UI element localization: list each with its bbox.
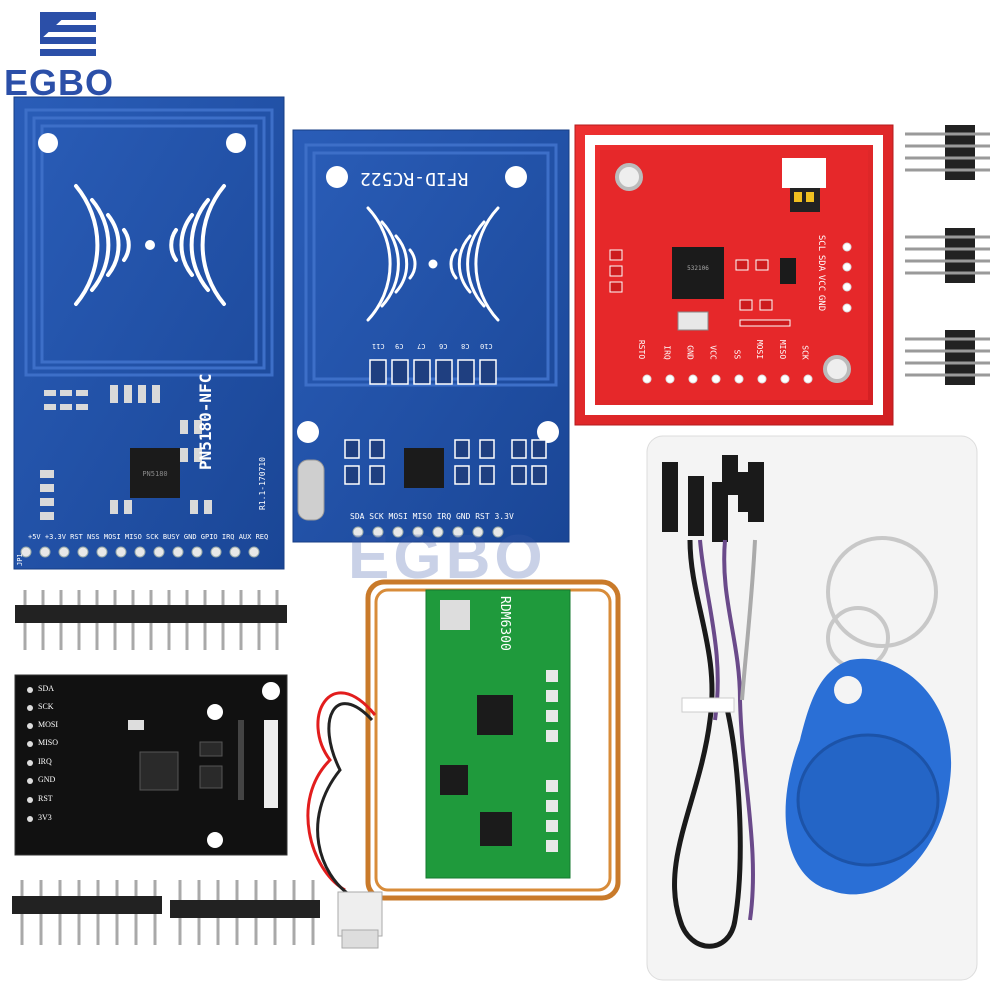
pn5180-pin-labels: +5V +3.3V RST NSS MOSI MISO SCK BUSY GND… [28, 533, 269, 541]
rc522-cap-C6: C6 [439, 342, 448, 350]
pn532-pin-SS: SS [732, 349, 742, 360]
rc522-cap-C10: C10 [480, 342, 493, 350]
pn532-pin-MOSI: MOSI [755, 339, 765, 360]
brand-logo-icon [40, 12, 96, 56]
pn5180-name: PN5180-NFC [196, 373, 215, 470]
pn532-pin-SDA: SDA [816, 254, 827, 272]
pn5180-revision: R1.1-170710 [258, 457, 267, 510]
pn532-pin-RSTO: RSTO [637, 339, 647, 360]
rc522-board [292, 129, 570, 543]
short-pin-headers [12, 880, 320, 945]
rc522-cap-C9: C9 [395, 342, 404, 350]
brand-logo-text: EGBO [4, 62, 115, 103]
keyfob-tag [785, 536, 952, 895]
rc522-cap-C7: C7 [417, 342, 426, 350]
mini-pin-3V3: 3V3 [38, 813, 52, 822]
rdm6300-wires [306, 691, 383, 949]
mini-pin-GND: GND [38, 775, 56, 784]
pn532-pin-VCC: VCC [816, 274, 827, 292]
pn5180-jp: JP1 [16, 553, 24, 566]
long-pin-header [15, 590, 287, 650]
rc522-name: RFID-RC522 [360, 168, 469, 189]
pn532-board: 532106 [574, 124, 894, 426]
rc522-pin-labels: SDA SCK MOSI MISO IRQ GND RST 3.3V [350, 512, 514, 521]
pn532-pin-GND: GND [816, 294, 827, 312]
pn532-pin-SCK: SCK [800, 345, 810, 360]
pn532-pin-MISO: MISO [778, 339, 788, 360]
watermark: EGBO [348, 523, 547, 592]
mini-pin-MISO: MISO [38, 738, 59, 747]
pn532-pin-IRQ: IRQ [662, 345, 672, 360]
rc522-cap-C11: C11 [372, 342, 385, 350]
mini-pin-RST: RST [38, 794, 53, 803]
rc522-cap-C8: C8 [461, 342, 470, 350]
pn532-pin-GND-b: GND [685, 345, 695, 360]
svg-text:532106: 532106 [687, 265, 709, 272]
mini-pin-SDA: SDA [38, 684, 55, 693]
mini-pin-SCK: SCK [38, 702, 54, 711]
right-pin-headers [905, 125, 990, 385]
rdm6300-name: RDM6300 [497, 596, 512, 651]
mini-pin-IRQ: IRQ [38, 757, 52, 766]
pn532-pin-VCC-b: VCC [708, 345, 718, 360]
pn5180-board: PN5180 [13, 96, 285, 570]
dupont-cable [662, 455, 764, 949]
mini-rc522-board [14, 674, 288, 856]
rdm6300-board [425, 589, 571, 879]
pn532-pin-SCL: SCL [816, 234, 827, 252]
mini-pin-MOSI: MOSI [38, 720, 59, 729]
svg-text:PN5180: PN5180 [142, 470, 167, 478]
